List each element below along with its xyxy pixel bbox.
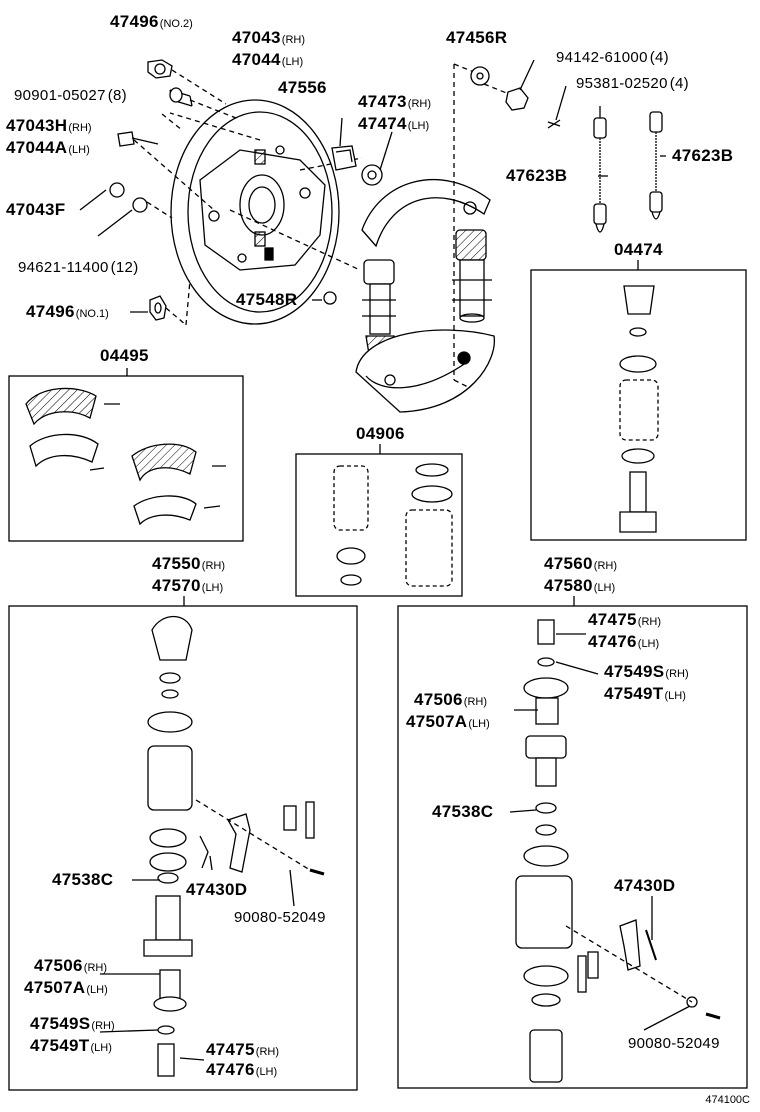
brake-lining-kit	[25, 387, 226, 526]
callout-47550-rh: 47550(RH)	[152, 554, 225, 573]
callout-47043-rh: 47043(RH)	[232, 28, 305, 47]
box-47550	[8, 605, 358, 1091]
callout-95381-02520: 95381-02520(4)	[576, 75, 689, 92]
right-box-dashed	[565, 925, 693, 1003]
callout-47044-lh: 47044(LH)	[232, 50, 304, 69]
callout-47043h: 47043H(RH)	[6, 116, 92, 135]
callout-47475-rh-right: 47475(RH)	[588, 610, 661, 629]
box-04906	[295, 453, 463, 597]
right-adjuster-assembly	[515, 619, 721, 1083]
callout-90080-52049-right: 90080-52049	[628, 1035, 720, 1052]
callout-47549s-rh-left: 47549S(RH)	[30, 1014, 115, 1033]
box-47560	[397, 605, 748, 1089]
callout-47560-rh: 47560(RH)	[544, 554, 617, 573]
callout-47549s-rh-right: 47549S(RH)	[604, 662, 689, 681]
callout-47623b-left: 47623B	[506, 166, 568, 185]
cylinder-repair-kit	[333, 463, 453, 587]
left-adjuster-assembly	[143, 615, 325, 1077]
callout-47476-lh-right: 47476(LH)	[588, 632, 660, 651]
callout-leaders	[79, 131, 691, 1061]
callout-47430d-left: 47430D	[186, 880, 248, 899]
callout-47548r: 47548R	[236, 290, 298, 309]
callout-47507a-lh-right: 47507A(LH)	[406, 712, 490, 731]
catalog-number: 474100C	[705, 1094, 750, 1106]
callout-04495: 04495	[100, 346, 149, 365]
callout-90901-05027: 90901-05027(8)	[14, 87, 127, 104]
callout-47043f: 47043F	[6, 200, 66, 219]
callout-47538c-left: 47538C	[52, 870, 114, 889]
callout-04906: 04906	[356, 424, 405, 443]
backing-plate	[170, 99, 340, 325]
left-box-dashed	[195, 799, 311, 871]
callout-47549t-lh-right: 47549T(LH)	[604, 684, 686, 703]
return-springs	[593, 106, 663, 233]
callout-94621-11400: 94621-11400(12)	[18, 259, 139, 276]
callout-90080-52049-left: 90080-52049	[234, 909, 326, 926]
callout-47496-no1: 47496(NO.1)	[26, 302, 109, 321]
callout-47473-rh: 47473(RH)	[358, 92, 431, 111]
callout-47580-lh: 47580(LH)	[544, 576, 616, 595]
callout-47496-no2: 47496(NO.2)	[110, 12, 193, 31]
callout-04474: 04474	[614, 240, 663, 259]
callout-47549t-lh-left: 47549T(LH)	[30, 1036, 112, 1055]
adjuster-kit	[619, 285, 659, 533]
upper-brake-shoe	[361, 164, 491, 248]
callout-47506-rh-right: 47506(RH)	[414, 690, 487, 709]
dashed-leaders-center	[453, 63, 515, 389]
callout-47506-rh-left: 47506(RH)	[34, 956, 107, 975]
small-parts-top-left	[109, 59, 193, 321]
callout-94142-61000: 94142-61000(4)	[556, 49, 669, 66]
callout-47430d-right: 47430D	[614, 876, 676, 895]
box-04495	[8, 375, 244, 542]
dashed-leaders-left	[133, 69, 363, 326]
clip-47556	[331, 117, 357, 171]
callout-47456r: 47456R	[446, 28, 508, 47]
callout-47507a-lh-left: 47507A(LH)	[24, 978, 108, 997]
callout-47556: 47556	[278, 78, 327, 97]
callout-47475-rh-left: 47475(RH)	[206, 1040, 279, 1059]
lower-brake-shoe	[323, 291, 495, 413]
callout-47474-lh: 47474(LH)	[358, 114, 430, 133]
top-right-hardware	[470, 59, 567, 129]
callout-47476-lh-left: 47476(LH)	[206, 1060, 278, 1079]
callout-47044a: 47044A(LH)	[6, 138, 90, 157]
callout-47623b-right: 47623B	[672, 146, 734, 165]
callout-47538c-right: 47538C	[432, 802, 494, 821]
callout-47570-lh: 47570(LH)	[152, 576, 224, 595]
